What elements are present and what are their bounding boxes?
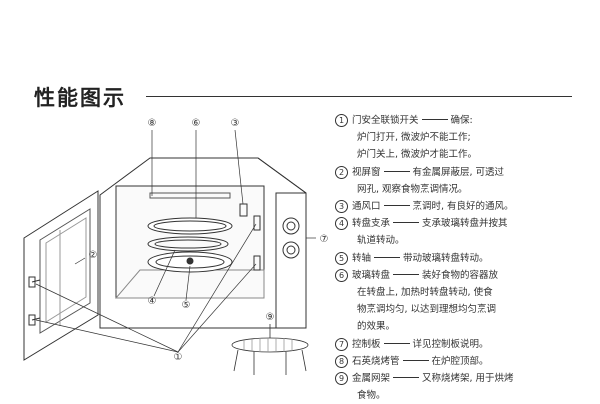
- door-hook-upper: [28, 276, 36, 288]
- legend-item-9: 9 金属网架 又称烧烤架, 用于烘烤 食物。: [335, 370, 560, 404]
- legend-label: 视屏窗: [352, 166, 381, 178]
- legend-label: 金属网架: [352, 373, 391, 385]
- legend-desc: 支承玻璃转盘并按其: [422, 218, 508, 230]
- legend-label: 通风口: [352, 201, 381, 213]
- quartz-tube: [149, 192, 231, 199]
- vent-slot: [239, 203, 248, 217]
- legend-continuation: 物烹调均匀, 以达到理想均匀烹调: [357, 304, 497, 316]
- metal-rack: [231, 324, 309, 375]
- callout-5: ⑤: [182, 300, 191, 311]
- legend-label: 石英烧烤管: [352, 355, 400, 367]
- glass-turntable: [147, 217, 233, 235]
- interlock-slot-upper: [253, 215, 261, 231]
- cavity-floor: [114, 269, 265, 299]
- callout-6-top: ⑥: [192, 118, 201, 129]
- legend-desc: 在炉腔顶部。: [431, 355, 489, 367]
- legend-item-6: 6 玻璃转盘 装好食物的容器放 在转盘上, 加热时转盘转动, 使食 物烹调均匀, 以…: [335, 267, 560, 336]
- callout-3: ③: [231, 118, 240, 129]
- timer-knob: [282, 217, 300, 235]
- legend-num-7: 7: [335, 337, 348, 351]
- callout-2: ②: [89, 250, 98, 261]
- oven-door: [23, 190, 99, 361]
- legend-num-3: 3: [335, 200, 348, 214]
- legend-continuation: 在转盘上, 加热时转盘转动, 使食: [357, 287, 493, 299]
- legend-label: 转轴: [352, 252, 372, 264]
- control-panel: [275, 192, 307, 329]
- legend-continuation: 网孔, 观察食物烹调情况。: [357, 183, 468, 195]
- legend-item-4: 4 转盘支承 支承玻璃转盘并按其 轨道转动。: [335, 215, 560, 249]
- interlock-slot-lower: [253, 255, 261, 271]
- legend-num-2: 2: [335, 165, 348, 179]
- legend-item-2: 2 视屏窗 有金属屏蔽层, 可透过 网孔, 观察食物烹调情况。: [335, 164, 560, 198]
- legend-desc: 又称烧烤架, 用于烘烤: [422, 373, 514, 385]
- legend-continuation: 轨道转动。: [357, 235, 405, 247]
- legend-desc: 带动玻璃转盘转动。: [403, 252, 489, 264]
- legend-item-3: 3 通风口 烹调时, 有良好的通风。: [335, 198, 560, 215]
- legend: 1 门安全联锁开关 确保: 炉门打开, 微波炉不能工作; 炉门关上, 微波炉才能工作…: [335, 112, 560, 404]
- callout-8: ⑧: [148, 118, 157, 129]
- legend-desc: 详见控制板说明。: [412, 338, 489, 350]
- callout-4: ④: [148, 296, 157, 307]
- legend-num-8: 8: [335, 354, 348, 368]
- legend-continuation: 食物。: [357, 390, 386, 402]
- legend-item-1: 1 门安全联锁开关 确保: 炉门打开, 微波炉不能工作; 炉门关上, 微波炉才能工作…: [335, 112, 560, 164]
- page-title: 性能图示: [34, 86, 126, 110]
- legend-num-5: 5: [335, 251, 348, 265]
- legend-label: 门安全联锁开关: [352, 115, 419, 126]
- title-rule: [146, 96, 572, 97]
- turntable-shaft: [186, 257, 194, 265]
- legend-item-7: 7 控制板 详见控制板说明。: [335, 336, 560, 353]
- legend-label: 转盘支承: [352, 218, 391, 230]
- legend-desc: 有金属屏蔽层, 可透过: [412, 166, 505, 178]
- legend-desc: 烹调时, 有良好的通风。: [412, 201, 514, 213]
- legend-item-5: 5 转轴 带动玻璃转盘转动。: [335, 250, 560, 267]
- legend-num-6: 6: [335, 268, 348, 282]
- callout-1: ①: [174, 352, 183, 363]
- callout-9: ⑨: [266, 312, 275, 323]
- legend-label: 控制板: [352, 338, 381, 350]
- power-knob: [282, 241, 300, 259]
- title-row: 性能图示: [34, 82, 572, 110]
- door-hook-lower: [28, 314, 36, 326]
- legend-continuation: 的效果。: [357, 321, 396, 333]
- legend-continuation: 炉门打开, 微波炉不能工作;: [357, 132, 471, 144]
- door-window: [39, 208, 91, 334]
- roller-ring: [147, 236, 229, 252]
- legend-item-8: 8 石英烧烤管 在炉腔顶部。: [335, 353, 560, 370]
- legend-label: 玻璃转盘: [352, 269, 391, 281]
- legend-desc: 确保:: [450, 115, 473, 126]
- legend-num-9: 9: [335, 372, 348, 386]
- legend-continuation: 炉门关上, 微波炉才能工作。: [357, 149, 478, 161]
- legend-desc: 装好食物的容器放: [422, 269, 499, 281]
- oven-right-edge: [257, 157, 307, 194]
- legend-num-1: 1: [335, 114, 348, 127]
- oven-cavity: [115, 185, 265, 299]
- legend-num-4: 4: [335, 217, 348, 231]
- callout-7: ⑦: [320, 234, 329, 245]
